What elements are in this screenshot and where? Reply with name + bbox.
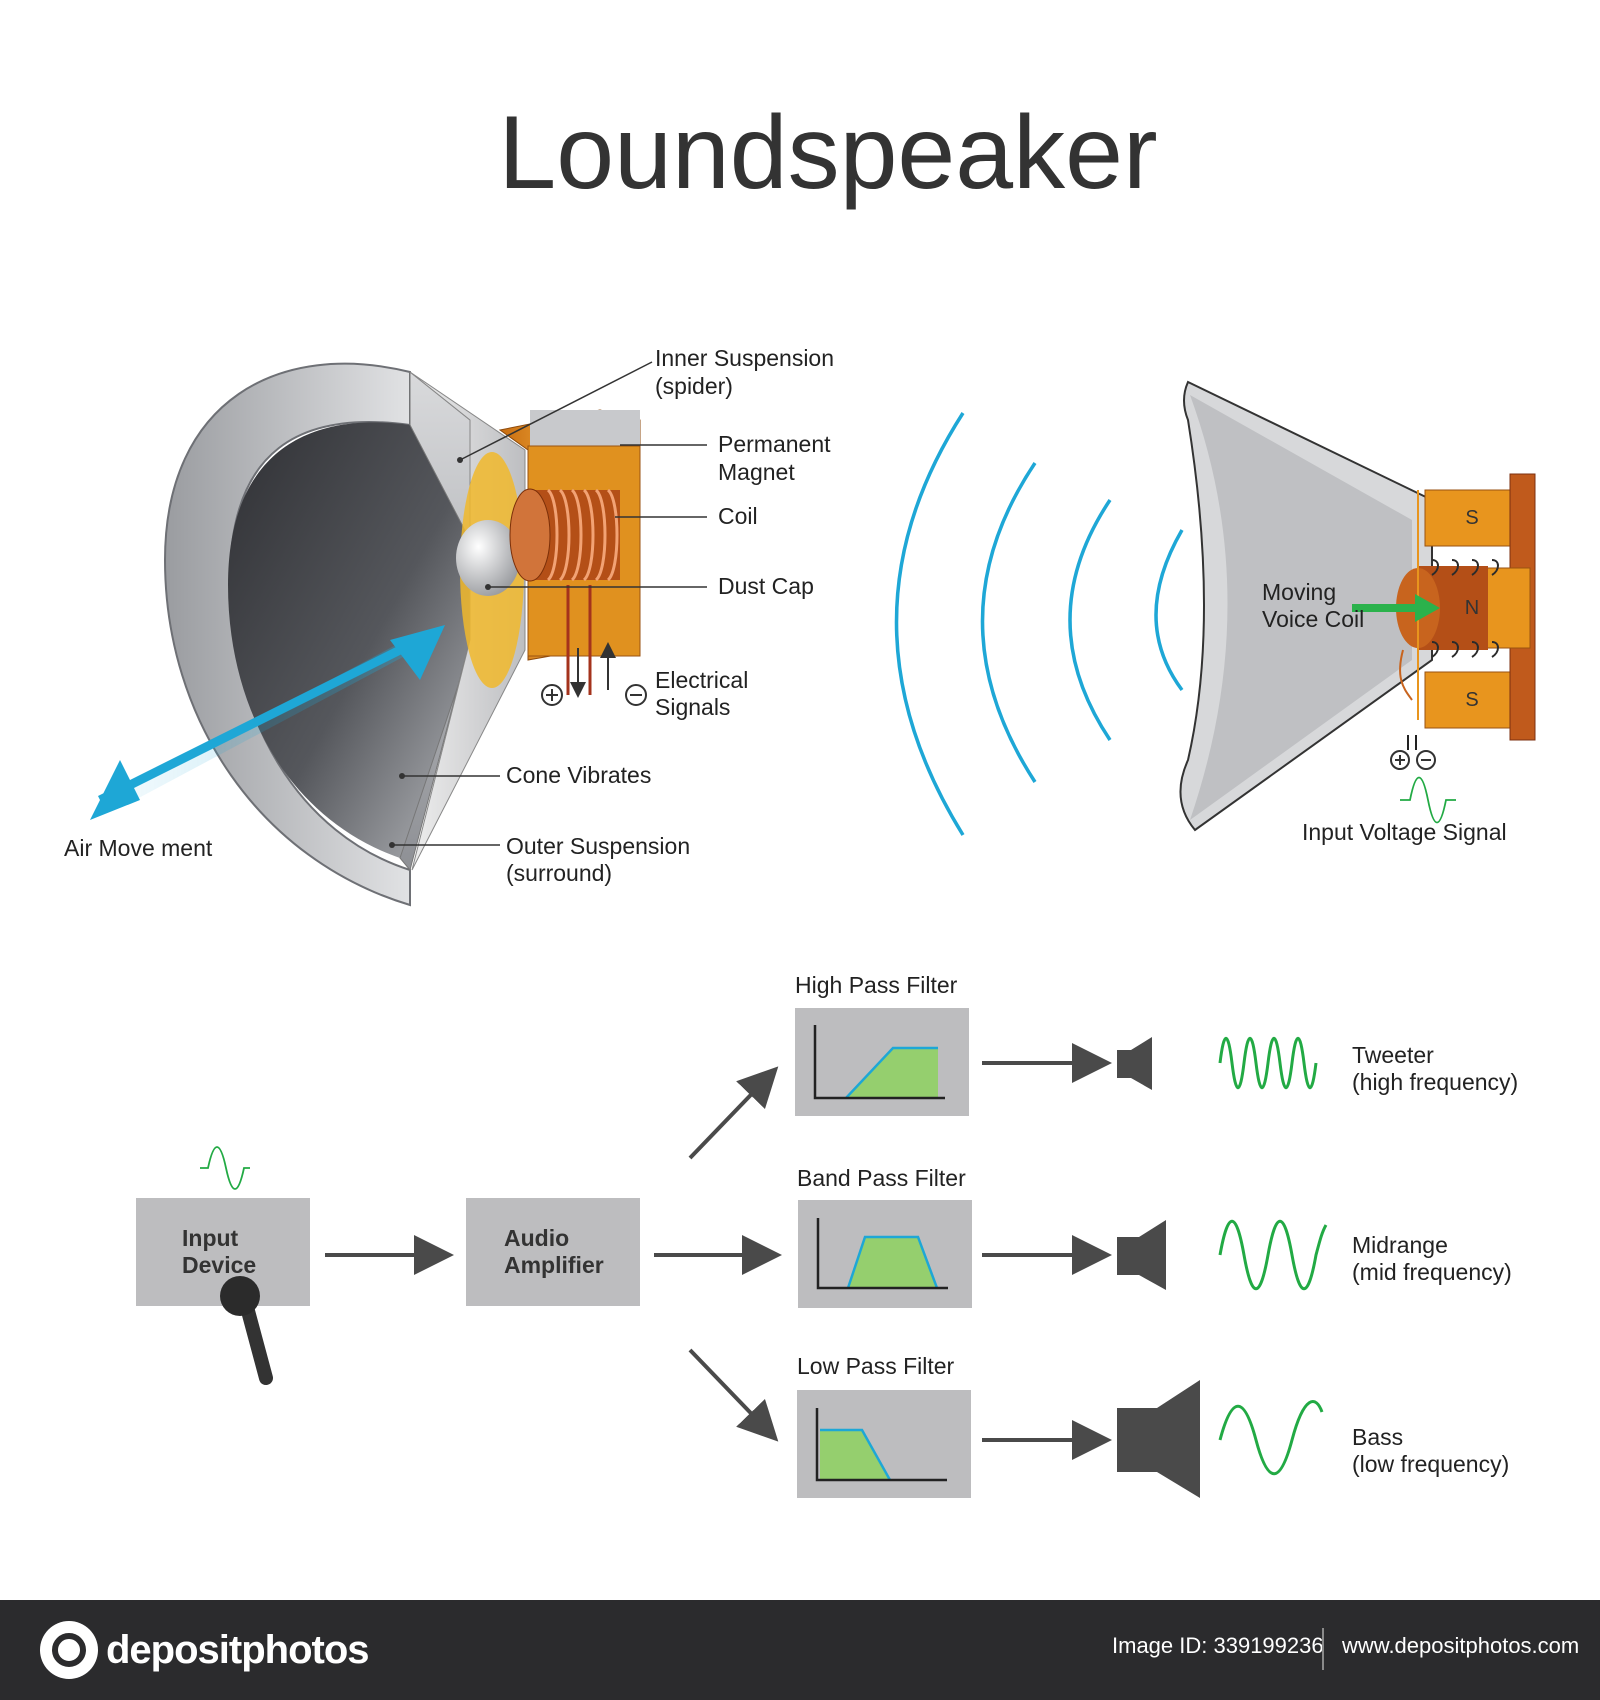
- high-pass-filter-label: High Pass Filter: [795, 972, 958, 998]
- band-pass-filter-label: Band Pass Filter: [797, 1165, 966, 1191]
- label-permanent-magnet: Permanent: [718, 431, 831, 457]
- label-pole-center: N: [1465, 597, 1479, 619]
- audio-amplifier-box: [466, 1198, 640, 1306]
- loudspeaker-diagram: Loundspeaker: [64, 95, 1536, 1498]
- page-title: Loundspeaker: [498, 95, 1157, 211]
- tweeter-label-sub: (high frequency): [1352, 1069, 1518, 1095]
- footer-divider: [1322, 1628, 1324, 1670]
- arrow-amp-to-low: [688, 1348, 779, 1442]
- midrange-waveform-icon: [1218, 1219, 1328, 1291]
- high-pass-filter-box: [795, 1008, 969, 1116]
- tweeter-waveform-icon: [1218, 1037, 1318, 1089]
- label-electrical-signals-sub: Signals: [655, 694, 730, 720]
- bass-speaker-icon: [1117, 1380, 1200, 1498]
- input-device-label: Input: [182, 1225, 239, 1251]
- label-pole-bottom: S: [1465, 689, 1478, 711]
- depositphotos-logo: depositphotos: [40, 1620, 370, 1680]
- arrow-amp-to-high: [688, 1066, 779, 1160]
- label-dust-cap: Dust Cap: [718, 573, 814, 599]
- plus-terminal-icon: [541, 684, 563, 706]
- sound-waves-icon: [894, 412, 1184, 836]
- label-coil: Coil: [718, 503, 758, 529]
- input-device-label-sub: Device: [182, 1252, 256, 1278]
- speaker-rim: [163, 362, 411, 907]
- air-movement-arrow-icon: [90, 625, 445, 820]
- minus-terminal-icon: [1416, 750, 1436, 770]
- bass-label-sub: (low frequency): [1352, 1451, 1509, 1477]
- voice-coil: [509, 488, 620, 582]
- band-pass-filter-box: [798, 1200, 972, 1308]
- midrange-label-sub: (mid frequency): [1352, 1259, 1512, 1285]
- leader-lines: [392, 361, 707, 846]
- input-signal-icon: [200, 1146, 250, 1190]
- bass-label: Bass: [1352, 1424, 1403, 1450]
- label-electrical-signals: Electrical: [655, 667, 748, 693]
- image-id: Image ID: 339199236: [1112, 1633, 1324, 1658]
- footer-bar: depositphotos Image ID: 339199236 www.de…: [0, 1600, 1600, 1700]
- label-cone-vibrates: Cone Vibrates: [506, 762, 651, 788]
- logo-text: depositphotos: [106, 1627, 370, 1672]
- label-outer-suspension: Outer Suspension: [506, 833, 690, 859]
- low-pass-filter-box: [797, 1390, 971, 1498]
- low-pass-filter-label: Low Pass Filter: [797, 1353, 955, 1379]
- midrange-speaker-icon: [1117, 1220, 1166, 1290]
- tweeter-label: Tweeter: [1352, 1042, 1434, 1068]
- label-outer-suspension-sub: (surround): [506, 860, 612, 886]
- bass-waveform-icon: [1218, 1400, 1324, 1475]
- speaker-cone: [228, 422, 470, 858]
- midrange-label: Midrange: [1352, 1232, 1448, 1258]
- speaker-cross-section: [1179, 380, 1536, 832]
- minus-terminal-icon: [625, 684, 647, 706]
- label-moving-voice-coil: Moving: [1262, 579, 1336, 605]
- label-input-voltage-signal: Input Voltage Signal: [1302, 819, 1507, 845]
- magnet-top: [530, 410, 640, 446]
- camera-logo-icon: [40, 1621, 98, 1679]
- speaker-cutaway: [90, 362, 647, 907]
- label-inner-suspension: Inner Suspension: [655, 345, 834, 371]
- footer-url: www.depositphotos.com: [1342, 1633, 1580, 1658]
- label-permanent-magnet-sub: Magnet: [718, 459, 795, 485]
- audio-amplifier-label: Audio: [504, 1225, 569, 1251]
- label-air-movement: Air Move ment: [64, 835, 213, 861]
- label-inner-suspension-sub: (spider): [655, 373, 733, 399]
- label-moving-voice-coil-sub: Voice Coil: [1262, 606, 1364, 632]
- dust-cap: [456, 520, 520, 596]
- voice-coil-arrow-icon: [1352, 594, 1440, 622]
- audio-amplifier-label-sub: Amplifier: [504, 1252, 604, 1278]
- plus-terminal-icon: [1390, 750, 1410, 770]
- microphone-icon: [220, 1276, 273, 1385]
- input-signal-wave-icon: [1400, 776, 1456, 824]
- tweeter-speaker-icon: [1117, 1037, 1152, 1090]
- label-pole-top: S: [1465, 507, 1478, 529]
